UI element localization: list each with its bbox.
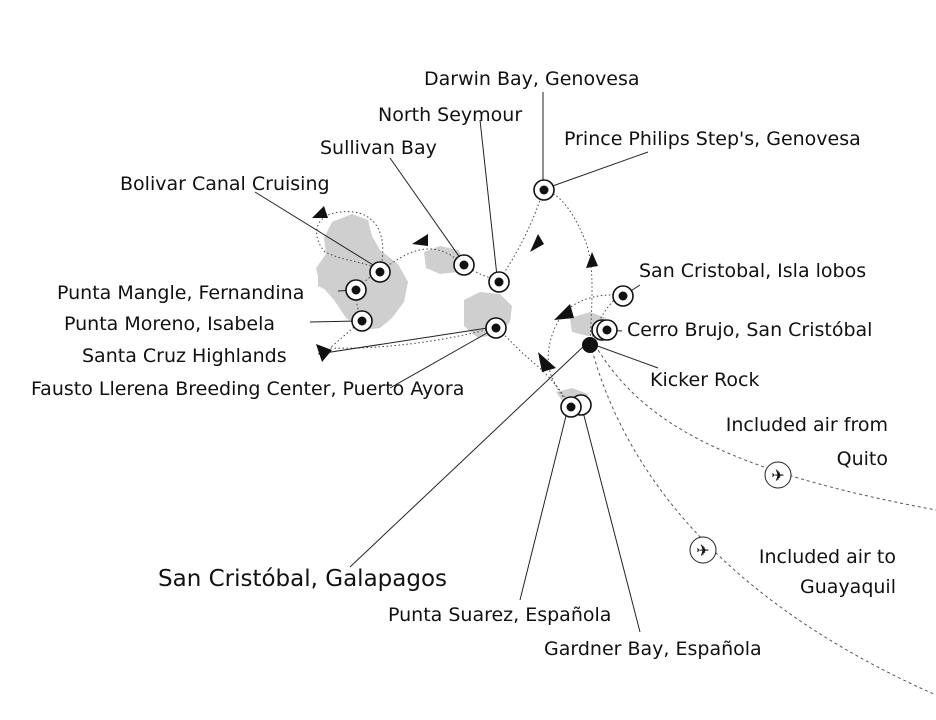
label-punta-suarez: Punta Suarez, Española [388,604,611,626]
port-marker-isla-lobos [612,285,634,307]
label-bolivar-canal: Bolivar Canal Cruising [120,173,330,195]
port-marker-bolivar-canal [369,261,391,283]
arrow-icon [530,234,544,252]
air-route-guayaquil [591,349,936,696]
label-air-from-2: Quito [837,448,888,470]
place-labels: Darwin Bay, Genovesa North Seymour Princ… [31,68,896,660]
label-isla-lobos: San Cristobal, Isla lobos [639,260,866,282]
label-north-seymour: North Seymour [378,104,522,126]
port-marker-darwin-bay [533,179,555,201]
port-marker-san-cristobal [582,337,598,353]
port-marker-punta-moreno [351,310,373,332]
plane-quito: ✈ [764,461,792,489]
arrow-icon [312,206,328,218]
label-san-cristobal-galapagos: San Cristóbal, Galapagos [158,566,447,592]
port-marker-santa-cruz [485,317,507,339]
label-punta-moreno: Punta Moreno, Isabela [64,313,275,335]
arrow-icon [316,344,332,362]
air-route-quito [594,344,936,511]
port-marker-sullivan-bay [453,254,475,276]
label-air-to-2: Guayaquil [800,576,896,598]
arrow-icon [412,234,428,246]
label-prince-philips: Prince Philips Step's, Genovesa [564,128,861,150]
label-air-from-1: Included air from [726,414,888,436]
label-cerro-brujo: Cerro Brujo, San Cristóbal [627,319,872,341]
label-gardner-bay: Gardner Bay, Española [544,638,762,660]
port-markers [345,179,634,418]
arrow-icon [586,252,598,268]
plane-guayaquil: ✈ [689,536,717,564]
label-air-to-1: Included air to [759,546,896,568]
label-kicker-rock: Kicker Rock [650,369,759,391]
plane-icon: ✈ [696,541,709,560]
port-marker-espanola [560,394,592,418]
arrow-icon [554,304,574,320]
label-punta-mangle: Punta Mangle, Fernandina [57,282,304,304]
island-isabela [316,214,408,330]
port-marker-north-seymour [488,271,510,293]
plane-icon: ✈ [771,466,784,485]
label-sullivan-bay: Sullivan Bay [320,137,437,159]
air-routes [591,344,936,696]
route-arrows [312,206,598,372]
label-darwin-bay: Darwin Bay, Genovesa [424,68,640,90]
arrow-icon [538,352,556,372]
label-fausto-llerena: Fausto Llerena Breeding Center, Puerto A… [31,378,464,400]
leader-lines [254,92,659,633]
port-marker-punta-mangle [345,279,367,301]
port-marker-cerro-brujo [591,319,618,341]
label-santa-cruz-highlands: Santa Cruz Highlands [82,345,287,367]
island-fernandina [318,262,344,292]
